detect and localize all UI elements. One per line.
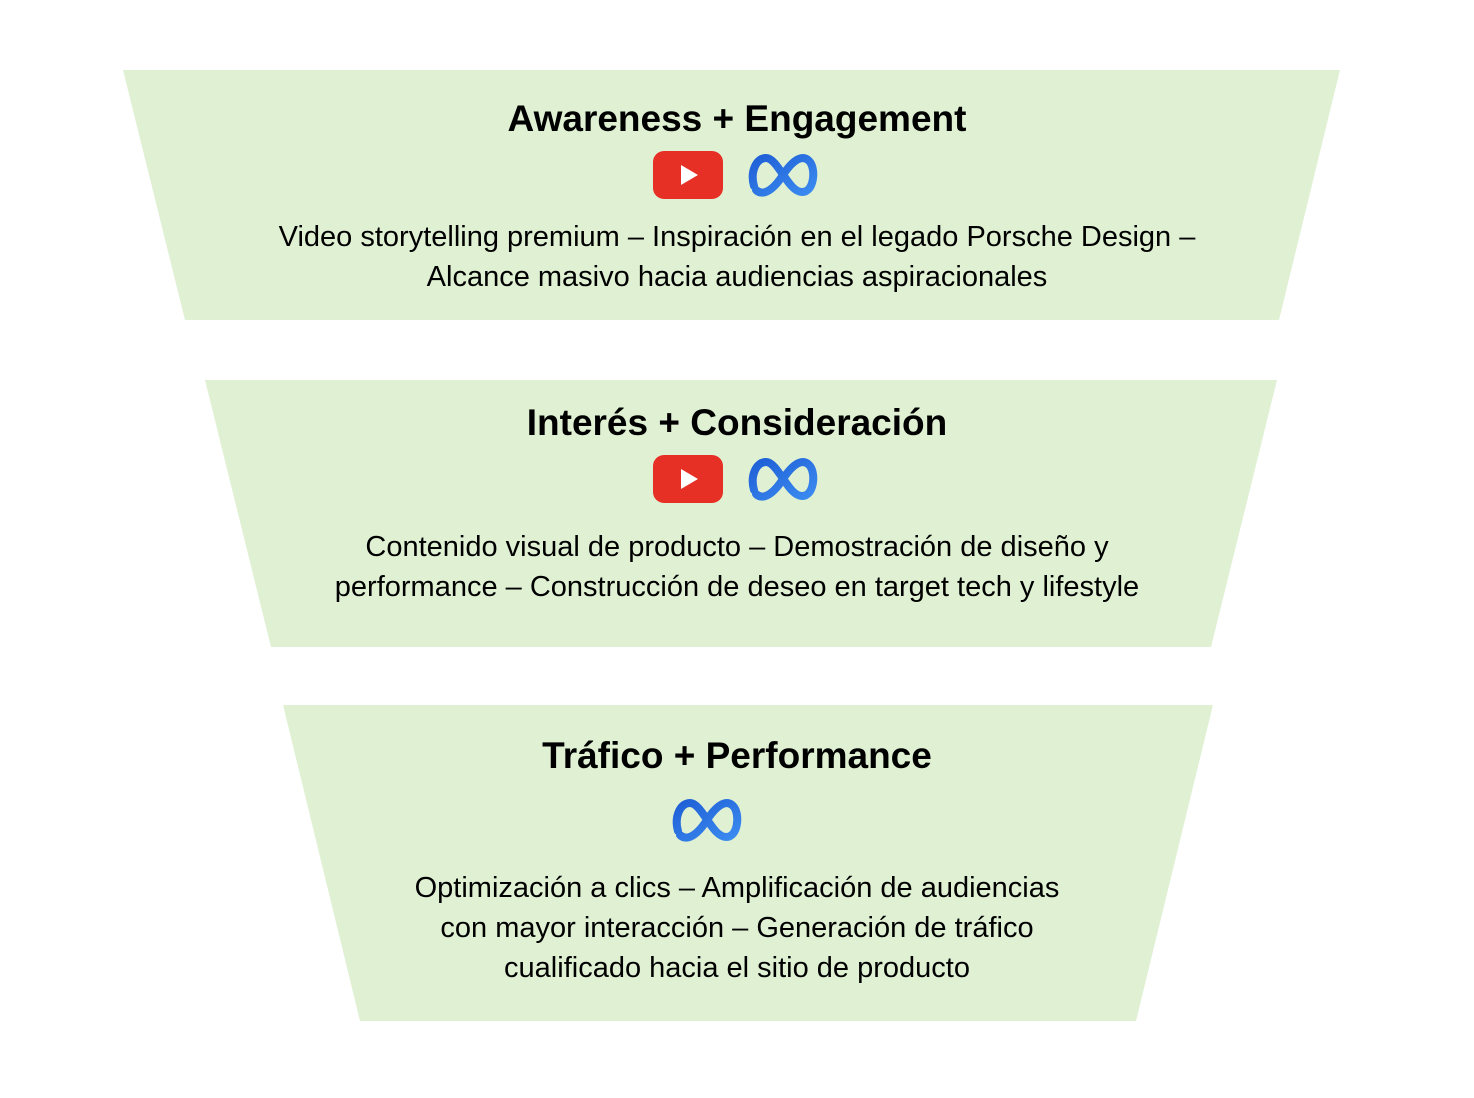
description-line: Alcance masivo hacia audiencias aspiraci… bbox=[426, 261, 1048, 293]
youtube-icon bbox=[653, 455, 723, 503]
funnel-stage-1-shape bbox=[123, 70, 1340, 320]
funnel-stage-awareness: Awareness + Engagement Video storytellin… bbox=[0, 97, 1474, 297]
description-line: Contenido visual de producto – Demostrac… bbox=[365, 531, 1109, 563]
funnel-stage-traffic: Tráfico + Performance Optimización a cli… bbox=[0, 734, 1474, 988]
meta-icon bbox=[672, 798, 742, 842]
description-line: performance – Construcción de deseo en t… bbox=[334, 571, 1140, 603]
stage-title: Tráfico + Performance bbox=[542, 735, 932, 776]
meta-icon bbox=[748, 153, 818, 197]
funnel-stage-3-shape bbox=[283, 705, 1213, 1021]
description-line: Optimización a clics – Amplificación de … bbox=[414, 872, 1060, 904]
youtube-icon bbox=[653, 151, 723, 199]
description-line: con mayor interacción – Generación de tr… bbox=[440, 912, 1034, 944]
funnel-stage-interest: Interés + Consideración Contenido visual… bbox=[0, 401, 1474, 607]
stage-description: Contenido visual de producto – Demostrac… bbox=[0, 527, 1474, 607]
stage-title: Awareness + Engagement bbox=[507, 98, 967, 139]
stage-description: Video storytelling premium – Inspiración… bbox=[0, 217, 1474, 297]
meta-icon bbox=[748, 457, 818, 501]
funnel-stage-2-shape bbox=[205, 380, 1277, 647]
description-line: Video storytelling premium – Inspiración… bbox=[278, 221, 1196, 253]
stage-description: Optimización a clics – Amplificación de … bbox=[0, 868, 1474, 988]
stage-title: Interés + Consideración bbox=[526, 402, 948, 443]
description-line: cualificado hacia el sitio de producto bbox=[504, 952, 970, 984]
